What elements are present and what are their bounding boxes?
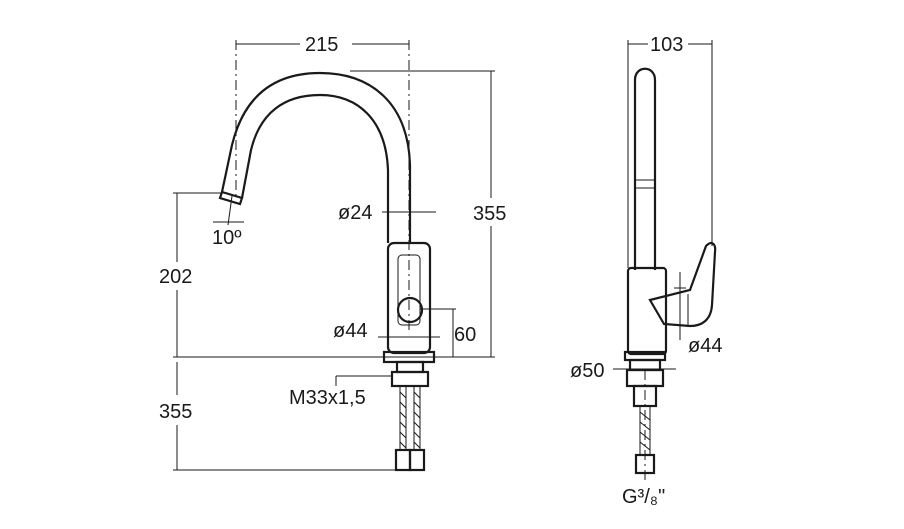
dim-thread-label: M33x1,5 (289, 387, 366, 409)
angle-line (227, 195, 233, 226)
dim-base-diameter-label: ø50 (570, 360, 604, 382)
dim-base-height-label: 60 (454, 324, 476, 346)
dim-tube-diameter-label: ø24 (338, 202, 372, 224)
side-body (626, 266, 668, 356)
side-tube (633, 67, 657, 270)
dim-outlet-height-label: 202 (159, 266, 192, 288)
side-view: 103 ø44 ø50 G³/₈" (570, 34, 722, 508)
dim-body-diameter-label: ø44 (333, 320, 367, 342)
dim-depth-label: 103 (650, 34, 683, 56)
dim-connection-label: G³/₈" (622, 486, 665, 508)
dim-hose-length-label: 355 (159, 401, 192, 423)
hose-left (399, 386, 407, 450)
logo-dial (396, 296, 424, 324)
front-view: 215 355 10º 202 ø24 ø44 60 M33x1,5 (159, 34, 506, 472)
hose-fitting-right (408, 448, 426, 472)
mount-nut (390, 370, 430, 388)
dim-width-label: 215 (305, 34, 338, 56)
spout-tip (218, 190, 244, 206)
mount-stud (395, 360, 425, 374)
dim-angle-label: 10º (212, 227, 242, 249)
hose-right (413, 386, 421, 450)
spout-outline-inner (240, 93, 390, 243)
dim-spout-height-label: 355 (473, 203, 506, 225)
hose-fitting-left (394, 448, 412, 472)
side-lever (648, 242, 717, 328)
dim-side-body-diameter-label: ø44 (688, 335, 722, 357)
spout-outline-outer (220, 71, 412, 243)
